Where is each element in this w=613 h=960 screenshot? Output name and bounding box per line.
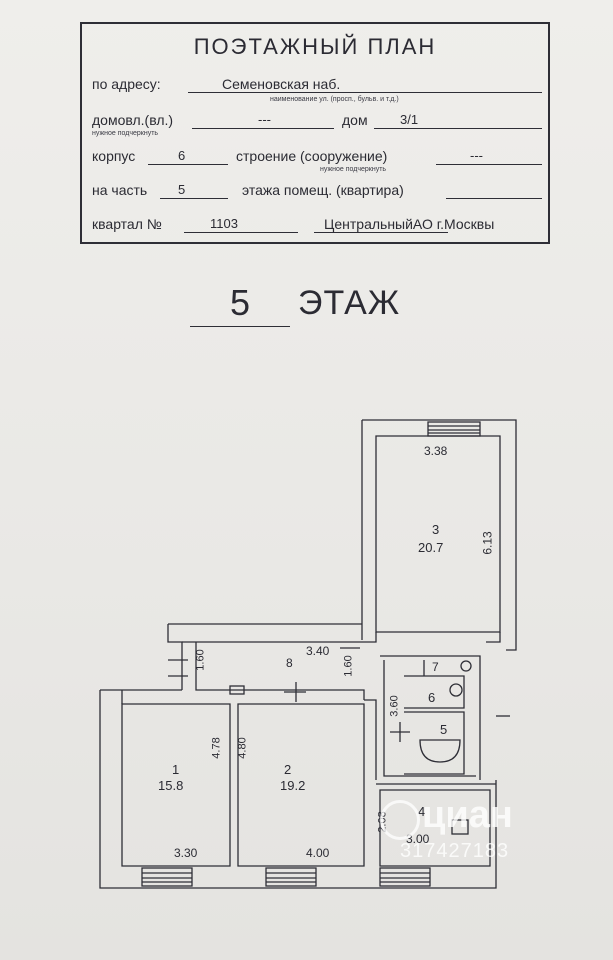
- title-block: ПОЭТАЖНЫЙ ПЛАН по адресу: Семеновская на…: [80, 22, 550, 244]
- korpus-underline: [148, 164, 228, 165]
- kvartal-row: квартал № 1103 ЦентральныйАО г.Москвы: [92, 216, 540, 242]
- dom-label: дом: [342, 112, 368, 128]
- domovl-underline: [192, 128, 334, 129]
- domovl-row: домовл.(вл.) --- дом 3/1 нужное подчеркн…: [92, 112, 542, 142]
- address-underline: [188, 92, 542, 93]
- room3-outer-wall: [362, 419, 517, 651]
- kvartal-label: квартал №: [92, 216, 162, 232]
- etazh-underline: [446, 198, 542, 199]
- dom-value: 3/1: [400, 112, 419, 127]
- dom-underline: [374, 128, 542, 129]
- address-row: по адресу: Семеновская наб. наименование…: [92, 76, 542, 116]
- apartment-outer-wall: [99, 690, 497, 889]
- dim-r3-width: 3.38: [424, 444, 448, 458]
- floor-number: 5: [230, 282, 251, 323]
- document-title: ПОЭТАЖНЫЙ ПЛАН: [193, 34, 437, 59]
- room4-inner: [379, 789, 491, 867]
- address-label: по адресу:: [92, 76, 161, 92]
- dim-r1-length: 4.78: [210, 737, 223, 759]
- chast-value: 5: [178, 182, 186, 197]
- dim-hall-length: 3.40: [306, 644, 330, 658]
- stroenie-underline: [436, 164, 542, 165]
- floor-number-underline: [190, 326, 290, 327]
- room5-box: [404, 711, 465, 775]
- okrug-underline: [314, 232, 448, 233]
- dim-r3-length: 6.13: [480, 531, 495, 555]
- watermark-number: 317427183: [400, 840, 510, 862]
- dim-bath-length: 3.60: [388, 695, 401, 717]
- domovl-value: ---: [258, 112, 271, 127]
- watermark-brand: циан: [422, 794, 513, 836]
- floor-word: ЭТАЖ: [298, 284, 401, 322]
- dim-r2-width: 4.00: [306, 846, 330, 860]
- etazh-label: этажа помещ. (квартира): [242, 182, 404, 198]
- korpus-row: корпус 6 строение (сооружение) --- нужно…: [92, 148, 542, 178]
- room6-box: [404, 675, 465, 709]
- chast-underline: [160, 198, 228, 199]
- room2-area: 19.2: [280, 778, 306, 793]
- floor-heading: 5 ЭТАЖ: [190, 282, 440, 332]
- room2-inner: [237, 703, 365, 867]
- room1-inner: [121, 703, 231, 867]
- dim-r2-length: 4.80: [236, 737, 249, 759]
- kvartal-underline: [184, 232, 298, 233]
- room7-id: 7: [432, 660, 439, 674]
- korpus-label: корпус: [92, 148, 136, 164]
- domovl-hint: нужное подчеркнуть: [92, 130, 159, 137]
- room4-id: 4: [418, 804, 426, 819]
- room2-id: 2: [284, 762, 292, 777]
- address-value: Семеновская наб.: [222, 76, 341, 92]
- stroenie-value: ---: [470, 148, 483, 163]
- room6-id: 6: [428, 690, 436, 705]
- room3-area: 20.7: [418, 540, 444, 555]
- domovl-label: домовл.(вл.): [92, 112, 174, 128]
- room8-id: 8: [286, 656, 293, 670]
- house-icon: [380, 800, 420, 840]
- korpus-value: 6: [178, 148, 186, 163]
- address-hint: наименование ул. (просп., бульв. и т.д.): [270, 96, 399, 103]
- okrug-value: ЦентральныйАО г.Москвы: [324, 216, 495, 232]
- kvartal-value: 1103: [210, 216, 238, 231]
- room5-id: 5: [440, 722, 448, 737]
- cian-watermark: циан 317427183: [380, 794, 570, 880]
- room3-id: 3: [432, 522, 440, 537]
- room1-id: 1: [172, 762, 180, 777]
- dim-r1-width: 3.30: [174, 846, 198, 860]
- chast-row: на часть 5 этажа помещ. (квартира): [92, 182, 542, 208]
- dim-hall-w-left: 1.60: [194, 649, 207, 671]
- stroenie-label: строение (сооружение): [236, 148, 388, 164]
- chast-label: на часть: [92, 182, 148, 198]
- stroenie-hint: нужное подчеркнуть: [320, 166, 387, 173]
- dim-hall-w-right: 1.60: [342, 655, 355, 677]
- room1-area: 15.8: [158, 778, 184, 793]
